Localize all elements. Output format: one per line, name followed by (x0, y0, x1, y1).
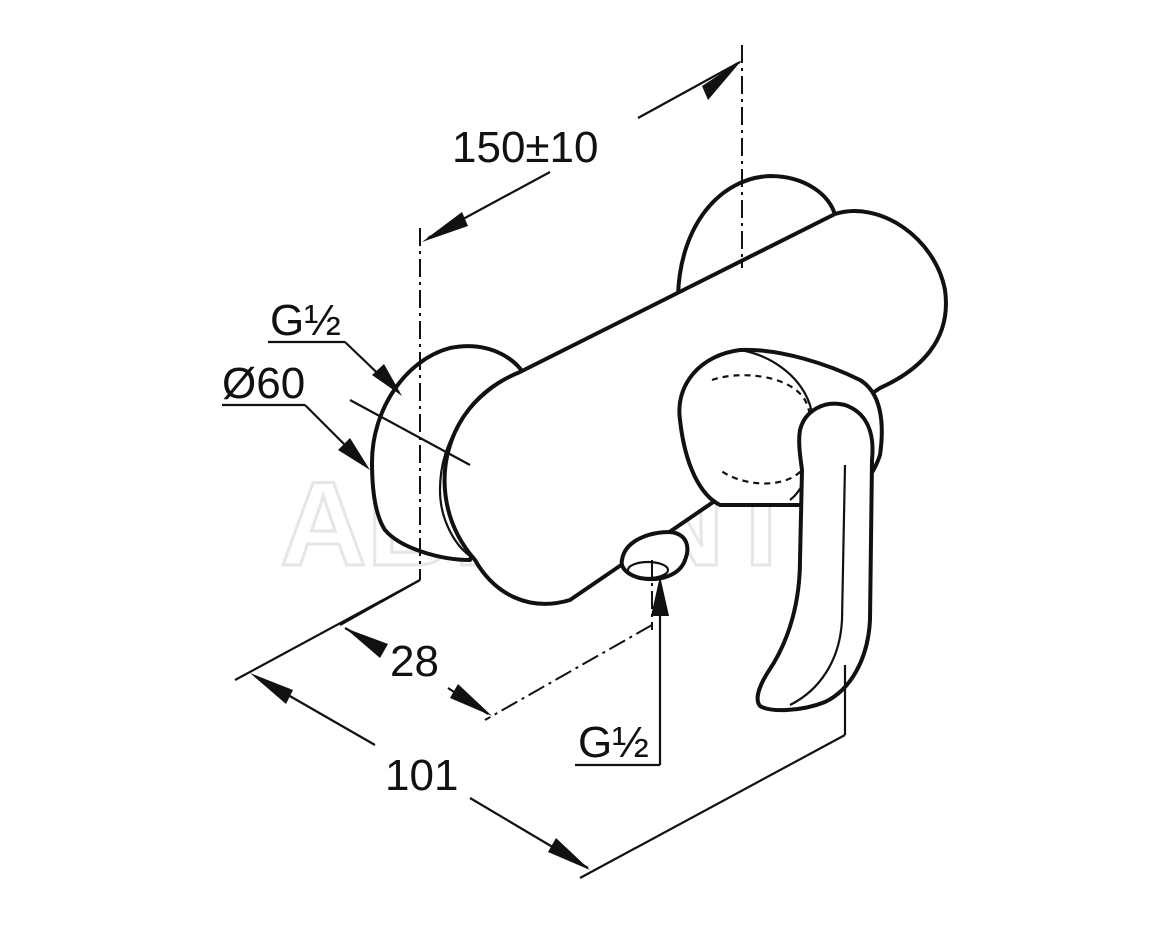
g-bottom-label: G½ (578, 718, 649, 767)
dim-28-arrow-left (345, 628, 388, 658)
dim-150-arrow-left (422, 212, 468, 242)
dim-28-label: 28 (390, 637, 439, 686)
g-bottom-arrow (651, 576, 669, 616)
g-top-arrow (372, 364, 402, 396)
body-front-edge (438, 371, 521, 557)
centerline-left-horizontal (349, 399, 471, 466)
g-top-label: G½ (270, 296, 341, 345)
dim-28-arrow-right (450, 684, 492, 716)
dia-label: Ø60 (222, 359, 305, 408)
dim-101-ext-left (234, 579, 421, 681)
dim-150-arrow-right (702, 60, 742, 100)
outlet-ring (626, 560, 670, 580)
dim-101-arrow-left (250, 673, 293, 704)
right-escutcheon (676, 174, 837, 302)
centerline-outlet-horizontal (484, 624, 653, 721)
dia-arrow (338, 438, 370, 470)
dim-150-label: 150±10 (452, 123, 599, 172)
dim-101-arrow-right (548, 838, 590, 870)
dim-101-ext-bottom (579, 734, 846, 879)
lever-inner-edge (789, 464, 847, 706)
dim-101-label: 101 (385, 751, 458, 800)
dim-150-line-b (637, 61, 741, 119)
